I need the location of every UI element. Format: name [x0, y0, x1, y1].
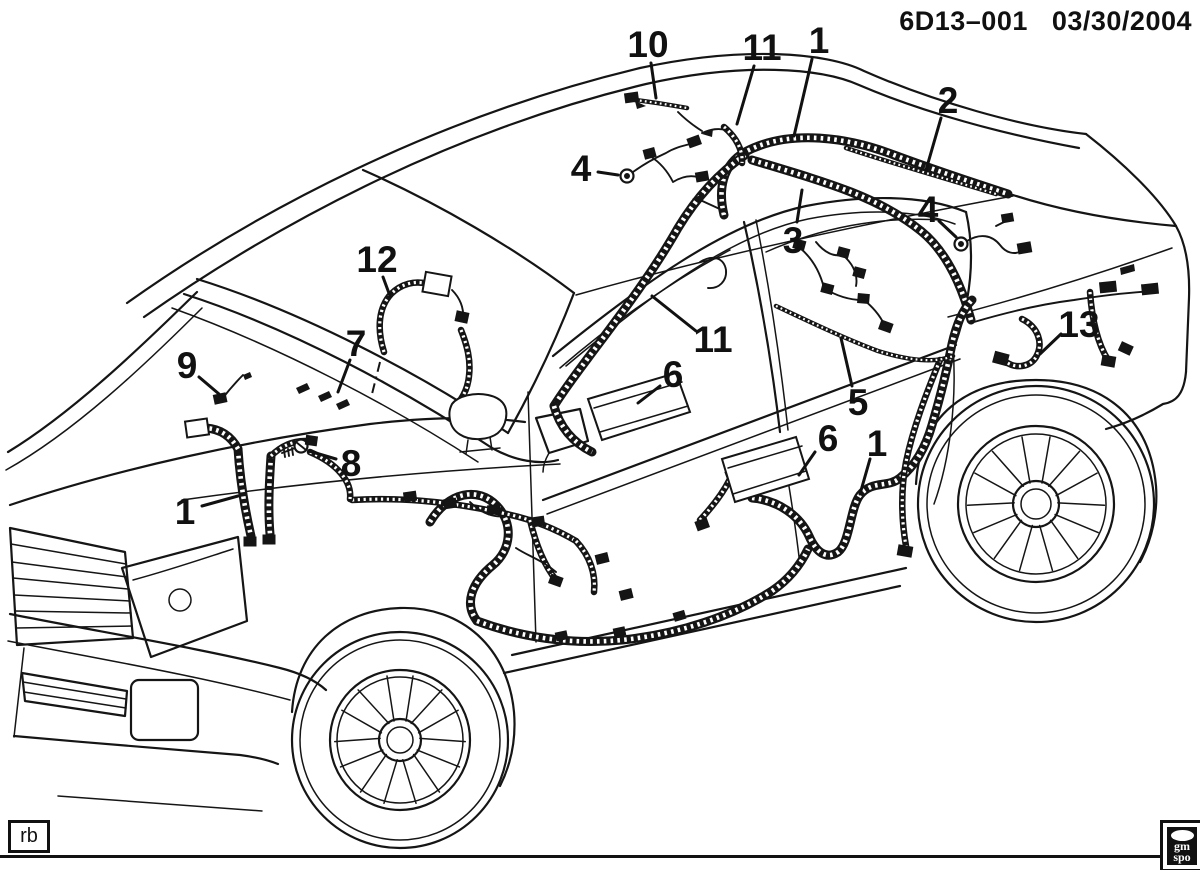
callout-number: 1 — [175, 491, 196, 532]
gm-logo-line2: spo — [1173, 850, 1191, 864]
wiring-harness-set — [183, 91, 1160, 642]
callout-leader-line — [937, 219, 958, 239]
gm-spo-logo-inner: gm spo — [1167, 827, 1197, 865]
callout-leader-line — [795, 188, 804, 224]
car-body-outline — [5, 52, 1191, 675]
rear-wheel — [914, 378, 1158, 624]
callout-number: 12 — [356, 239, 397, 280]
callout-leader-line — [797, 450, 817, 477]
callout-number: 8 — [341, 443, 362, 484]
callout-number: 13 — [1058, 304, 1099, 345]
callout-leader-line — [1038, 332, 1063, 356]
callout-number: 11 — [693, 319, 732, 360]
front-wheel — [290, 606, 516, 850]
callout-leader-line — [839, 336, 854, 388]
callout-leader-line — [636, 384, 662, 405]
drafter-initials: rb — [20, 825, 38, 847]
callout-leader-line — [381, 275, 392, 298]
callout-leader-line — [200, 494, 240, 508]
door-module-left — [586, 371, 692, 442]
callout-number: 9 — [177, 345, 198, 386]
callout-number: 6 — [818, 418, 839, 459]
callout-number: 2 — [938, 80, 959, 121]
callout-number: 6 — [663, 354, 684, 395]
connector-blocks — [212, 91, 1160, 642]
callout-number: 11 — [742, 27, 781, 68]
callout-number: 4 — [571, 148, 592, 189]
gm-spo-logo: gm spo — [1160, 820, 1200, 870]
gm-logo-line1: gm — [1174, 839, 1190, 853]
callout-number: 7 — [346, 323, 367, 364]
callout-leader-line — [649, 61, 658, 100]
callout-leader-line — [924, 116, 943, 172]
callout-number: 5 — [848, 382, 869, 423]
callout-leader-line — [336, 358, 352, 394]
callout-leader-line — [596, 170, 620, 177]
drawing-header: 6D13–001 03/30/2004 — [899, 6, 1192, 37]
callout-leader-line — [197, 375, 221, 396]
callout-number: 4 — [918, 189, 939, 230]
bottom-border-line — [0, 855, 1200, 858]
drawing-date: 03/30/2004 — [1051, 6, 1192, 36]
callout-number: 3 — [783, 220, 804, 261]
front-grille-and-bumper — [7, 526, 328, 812]
door-module-right — [720, 435, 811, 504]
drawing-number: 6D13–001 — [899, 6, 1028, 36]
callout-leader-line — [792, 57, 814, 138]
drafter-initials-box: rb — [8, 820, 50, 853]
callout-leader-line — [858, 457, 872, 496]
callout-number: 1 — [867, 423, 888, 464]
callout-number: 1 — [809, 20, 830, 61]
callout-number: 10 — [627, 24, 668, 65]
gm-logo-oval — [1170, 830, 1194, 841]
callout-leader-line — [307, 449, 338, 461]
callout-leader-line — [735, 64, 756, 126]
callout-leader-line — [650, 294, 698, 333]
